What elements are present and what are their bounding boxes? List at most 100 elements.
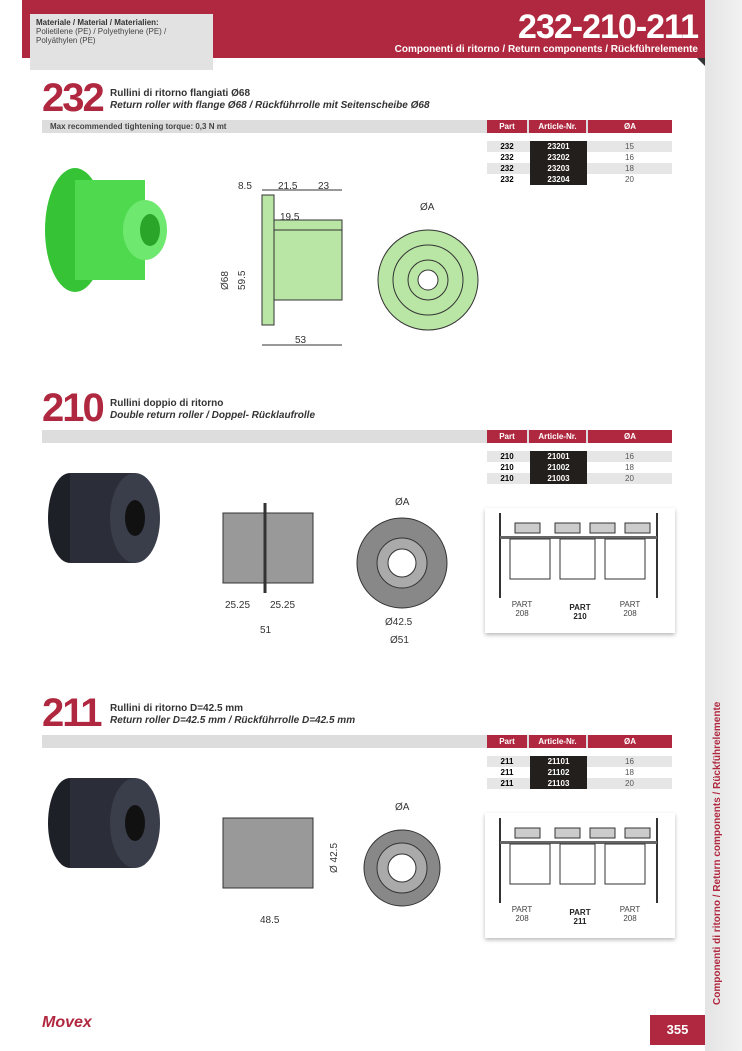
- cell-part: 210: [500, 452, 514, 461]
- callout-center: PART 210: [569, 603, 591, 621]
- roller-211-photo: [48, 778, 160, 868]
- roller-210-side-drawing: 25.25 25.25 51: [222, 503, 314, 633]
- side-text: Componenti di ritorno / Return component…: [712, 701, 723, 1005]
- cell-diameter: 16: [625, 757, 634, 766]
- section-number: 210: [42, 386, 105, 430]
- cell-diameter: 16: [625, 153, 634, 162]
- dim: 25.25: [270, 600, 295, 611]
- callout-left: PART 208: [511, 600, 533, 618]
- th-article: Article-Nr.: [529, 120, 586, 133]
- cell-diameter: 20: [625, 779, 634, 788]
- table-row: 211 21102 18: [487, 767, 672, 778]
- cell-diameter: 18: [625, 463, 634, 472]
- cell-part: 210: [500, 463, 514, 472]
- cell-diameter: 18: [625, 768, 634, 777]
- dim: 59.5: [237, 270, 248, 290]
- section-title-it: Rullini di ritorno D=42.5 mm: [110, 703, 244, 714]
- th-article: Article-Nr.: [529, 735, 586, 748]
- th-article: Article-Nr.: [529, 430, 586, 443]
- th-diameter: ØA: [588, 430, 672, 443]
- table-row: 232 23204 20: [487, 174, 672, 185]
- dim: 51: [260, 625, 272, 633]
- dim: Ø68: [220, 271, 231, 290]
- th-diameter: ØA: [588, 735, 672, 748]
- dim: 25.25: [225, 600, 250, 611]
- cell-part: 232: [500, 153, 514, 162]
- dim: 8.5: [238, 181, 252, 192]
- cell-article: 21103: [530, 778, 587, 789]
- cell-article: 23204: [530, 174, 587, 185]
- cell-part: 211: [500, 757, 514, 766]
- dim: 53: [295, 335, 307, 346]
- cell-part: 211: [500, 768, 514, 777]
- th-part: Part: [487, 735, 527, 748]
- table-row: 211 21101 16: [487, 756, 672, 767]
- assembly-diagram: PART 208 PART 211 PART 208: [485, 813, 675, 938]
- cell-article: 23201: [530, 141, 587, 152]
- roller-211-side-drawing: 48.5 Ø 42.5: [222, 817, 340, 926]
- dim: 21.5: [278, 181, 298, 192]
- cell-part: 211: [500, 779, 514, 788]
- material-value: Polietilene (PE) / Polyethylene (PE) / P…: [36, 27, 167, 45]
- page-code: 232-210-211: [518, 8, 699, 46]
- section-number: 211: [42, 691, 103, 735]
- dim: ØA: [395, 497, 410, 508]
- side-strip: [705, 0, 742, 1051]
- cell-article: 21003: [530, 473, 587, 484]
- dim: Ø51: [390, 635, 409, 643]
- table-row: 232 23202 16: [487, 152, 672, 163]
- cell-article: 21001: [530, 451, 587, 462]
- callout-center: PART 211: [569, 908, 591, 926]
- dim: ØA: [395, 802, 410, 813]
- dim: ØA: [420, 202, 435, 213]
- dim: Ø 42.5: [329, 843, 340, 873]
- roller-210-photo: [48, 473, 160, 563]
- table-row: 210 21002 18: [487, 462, 672, 473]
- cell-diameter: 18: [625, 164, 634, 173]
- cell-part: 232: [500, 175, 514, 184]
- cell-part: 232: [500, 164, 514, 173]
- callout-right: PART 208: [619, 600, 641, 618]
- cell-article: 23203: [530, 163, 587, 174]
- section-title-en: Return roller with flange Ø68 / Rückführ…: [110, 100, 430, 111]
- th-part: Part: [487, 120, 527, 133]
- table-row: 232 23203 18: [487, 163, 672, 174]
- section-title-en: Return roller D=42.5 mm / Rückführrolle …: [110, 715, 356, 726]
- roller-211-front-drawing: ØA: [363, 802, 441, 907]
- assembly-diagram: PART 208 PART 210 PART 208: [485, 508, 675, 633]
- dim: 19.5: [280, 212, 300, 223]
- cell-article: 21101: [530, 756, 587, 767]
- cell-article: 23202: [530, 152, 587, 163]
- section-title-it: Rullini doppio di ritorno: [110, 398, 224, 409]
- page-number: 355: [650, 1015, 705, 1045]
- brand-logo: Movex: [42, 1014, 92, 1031]
- corner-decoration: [697, 58, 705, 66]
- table-row: 210 21003 20: [487, 473, 672, 484]
- cell-diameter: 20: [625, 474, 634, 483]
- cell-article: 21002: [530, 462, 587, 473]
- page-subtitle: Componenti di ritorno / Return component…: [394, 44, 698, 55]
- table-row: 211 21103 20: [487, 778, 672, 789]
- cell-part: 210: [500, 474, 514, 483]
- material-label: Materiale / Material / Materialien:: [36, 18, 159, 27]
- section-title-en: Double return roller / Doppel- Rücklaufr…: [110, 410, 316, 421]
- table-row: 232 23201 15: [487, 141, 672, 152]
- cell-diameter: 15: [625, 142, 634, 151]
- callout-right: PART 208: [619, 905, 641, 923]
- material-box: Materiale / Material / Materialien: Poli…: [30, 14, 213, 70]
- th-diameter: ØA: [588, 120, 672, 133]
- cell-article: 21102: [530, 767, 587, 778]
- roller-232-photo: [45, 168, 167, 292]
- dim: 48.5: [260, 915, 280, 926]
- cell-part: 232: [500, 142, 514, 151]
- section-number: 232: [42, 76, 105, 120]
- dim: Ø42.5: [385, 617, 413, 628]
- th-part: Part: [487, 430, 527, 443]
- callout-left: PART 208: [511, 905, 533, 923]
- dim: 23: [318, 181, 330, 192]
- table-row: 210 21001 16: [487, 451, 672, 462]
- cell-diameter: 16: [625, 452, 634, 461]
- section-title-it: Rullini di ritorno flangiati Ø68: [110, 88, 251, 99]
- cell-diameter: 20: [625, 175, 634, 184]
